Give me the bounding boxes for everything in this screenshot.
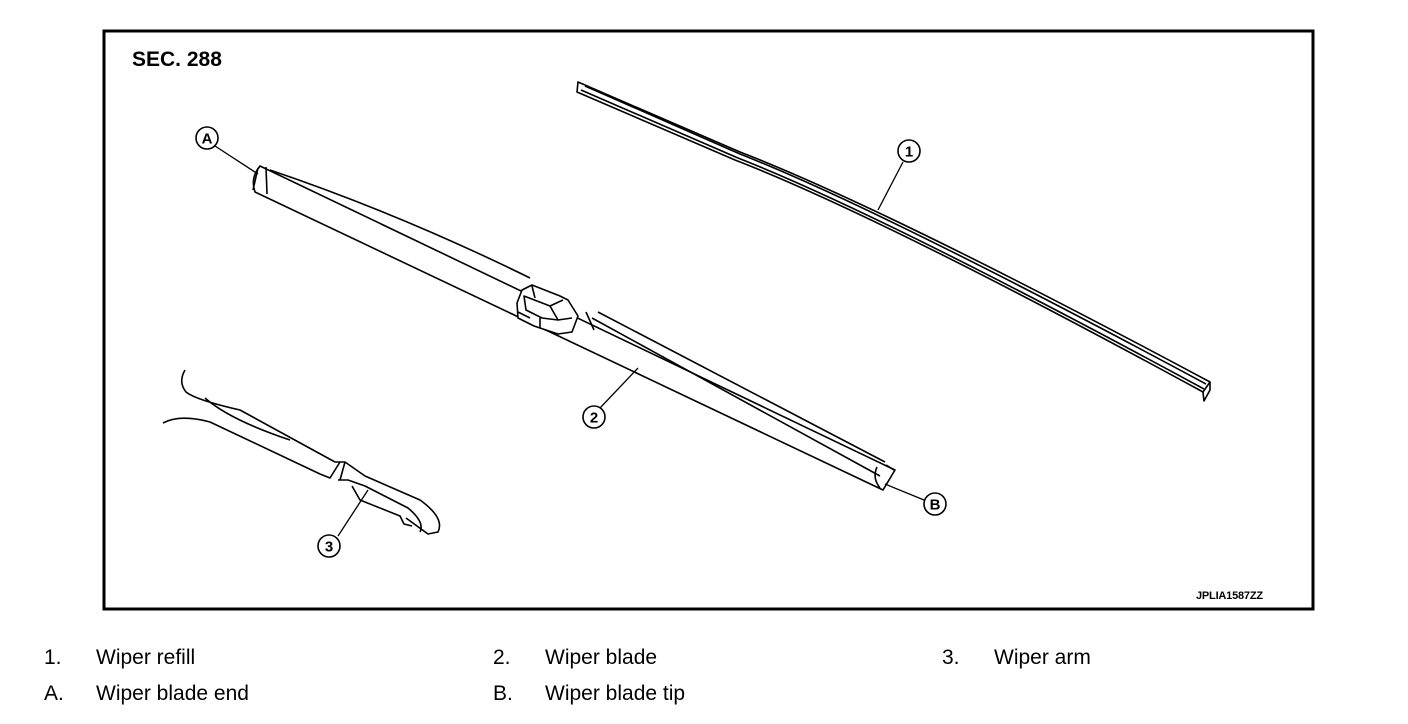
leader-lines [214,145,925,537]
callout-2-circle [582,405,606,429]
callout-3-circle [317,534,341,558]
figure-code: JPLIA1587ZZ [1196,590,1263,602]
legend-text-3: Wiper arm [994,646,1091,669]
legend-text-b: Wiper blade tip [545,682,686,705]
legend-text-2: Wiper blade [545,646,658,669]
wiper-blade-drawing [252,165,896,491]
legend-number-b: B. [493,682,513,705]
legend-text-1: Wiper refill [96,646,196,669]
callout-b-label: B [930,497,941,514]
leader-3 [337,489,369,537]
wiper-arm-drawing [162,369,441,535]
leader-2 [599,367,639,409]
callout-a-label: A [202,131,213,148]
section-label: SEC. 288 [132,48,222,71]
diagram-frame [102,29,1315,611]
callout-1-label: 1 [905,144,913,161]
wiper-refill-drawing [576,81,1211,402]
leader-1 [877,161,904,211]
callout-2-label: 2 [590,410,598,427]
callout-b-circle [923,492,947,516]
callout-3-label: 3 [325,539,333,556]
legend-number-2: 2. [493,646,511,669]
legend-number-3: 3. [942,646,960,669]
callout-a-circle [195,126,219,150]
callout-1-circle [897,139,921,163]
leader-a [214,145,259,175]
legend-text-a: Wiper blade end [96,682,249,705]
leader-b [884,483,925,501]
legend-number-1: 1. [44,646,62,669]
legend-number-a: A. [44,682,64,705]
